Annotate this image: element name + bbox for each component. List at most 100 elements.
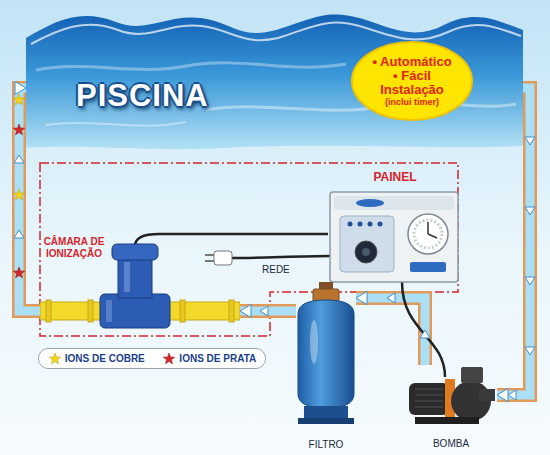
group-outline [40,163,458,336]
connector-line [240,304,296,318]
node-title: CÂMARA DE IONIZAÇÃO [34,236,114,260]
shape-part [378,222,383,227]
shape-part [205,260,214,262]
shape-part [525,207,535,215]
shape-part [525,277,535,285]
node-text: • Fácil Instalação [364,69,460,97]
shape-part [414,220,442,248]
pool-band: PISCINA • Automático• Fácil Instalação(in… [26,0,523,150]
text-wrap: FILTRO [286,439,366,450]
shape-part [420,330,430,338]
text-wrap: • Automático• Fácil Instalação(inclui ti… [364,40,460,122]
shape-part [525,207,535,215]
legend-star [48,352,62,366]
plug-symbol [205,251,232,265]
shape-part [362,248,370,256]
shape-part [368,222,373,227]
node-title: • Automático [372,55,451,69]
arrow-head [15,81,26,94]
control-panel: PAINEL [328,168,462,292]
shape-part [36,63,346,70]
shape-part [106,300,112,322]
shape-part [525,277,535,285]
shape-part [100,294,170,328]
shape-part [355,241,377,263]
node-title: PAINEL [328,170,462,184]
power-cable [402,282,445,377]
text-wrap: CÂMARA DE IONIZAÇÃO [34,236,114,260]
legend-star [162,352,176,366]
arrow-head [497,388,508,401]
shape-part [13,124,24,135]
shape-part [49,353,60,364]
shape-part [415,417,479,424]
legend: IONS DE COBRE IONS DE PRATA [38,348,266,369]
shape-part [420,330,430,338]
arrow-head [356,291,367,304]
shape-part [31,23,521,44]
shape-part [525,137,535,145]
shape-part [352,42,472,120]
shape-part [205,254,214,256]
shape-part [387,293,395,303]
legend-text: IONS DE PRATA [179,353,256,364]
pool-pump: BOMBA [405,365,497,449]
shape-part [461,367,483,383]
shape-part [46,300,51,322]
ionization-chamber: CÂMARA DE IONIZAÇÃO [40,230,240,330]
text-wrap: BOMBA [405,438,497,449]
text-wrap: PAINEL [328,170,462,184]
shape-part [358,222,363,227]
shape-part [118,258,152,298]
mains-cable [232,256,330,258]
shape-part [14,230,24,238]
power-cable [135,234,328,246]
shape-part [229,300,234,322]
shape-part [415,401,443,402]
filter-illustration [296,282,356,432]
shape-part [525,347,535,355]
shape-part [214,251,232,265]
node-text: (inclui timer) [385,97,439,108]
water-pipe [356,291,425,365]
shape-part [164,353,175,364]
legend-item: IONS DE COBRE [48,352,145,366]
shape-part [298,300,354,408]
shape-part [14,155,24,163]
shape-part [525,347,535,355]
connector-line [135,234,328,246]
shape-part [260,306,268,316]
shape-part [180,300,185,322]
shape-part [428,234,437,238]
shape-part [26,15,523,150]
shape-part [13,94,24,105]
node-title: PISCINA [76,78,209,114]
shape-part [112,244,158,260]
shape-part [409,383,449,415]
shape-part [415,407,443,408]
flow-arrows [14,137,535,400]
shape-part [356,199,384,207]
ion-stars [13,94,24,278]
shape-part [508,390,516,400]
legend-text: IONS DE COBRE [65,353,145,364]
shape-part [408,214,448,254]
shape-part [415,395,443,396]
shape-part [124,262,130,292]
shape-part [479,389,495,401]
feature-badge: • Automático• Fácil Instalação(inclui ti… [350,40,474,122]
shape-part [334,196,454,210]
shape-part [415,389,443,390]
node-title: BOMBA [405,438,497,449]
shape-part [260,306,268,316]
arrow-head [240,304,251,317]
legend-item: IONS DE PRATA [162,352,256,366]
shape-part [304,406,348,420]
connector-line [356,298,425,365]
connector-line [356,298,425,365]
shape-part [206,103,516,111]
shape-part [525,137,535,145]
shape-part [88,300,93,322]
